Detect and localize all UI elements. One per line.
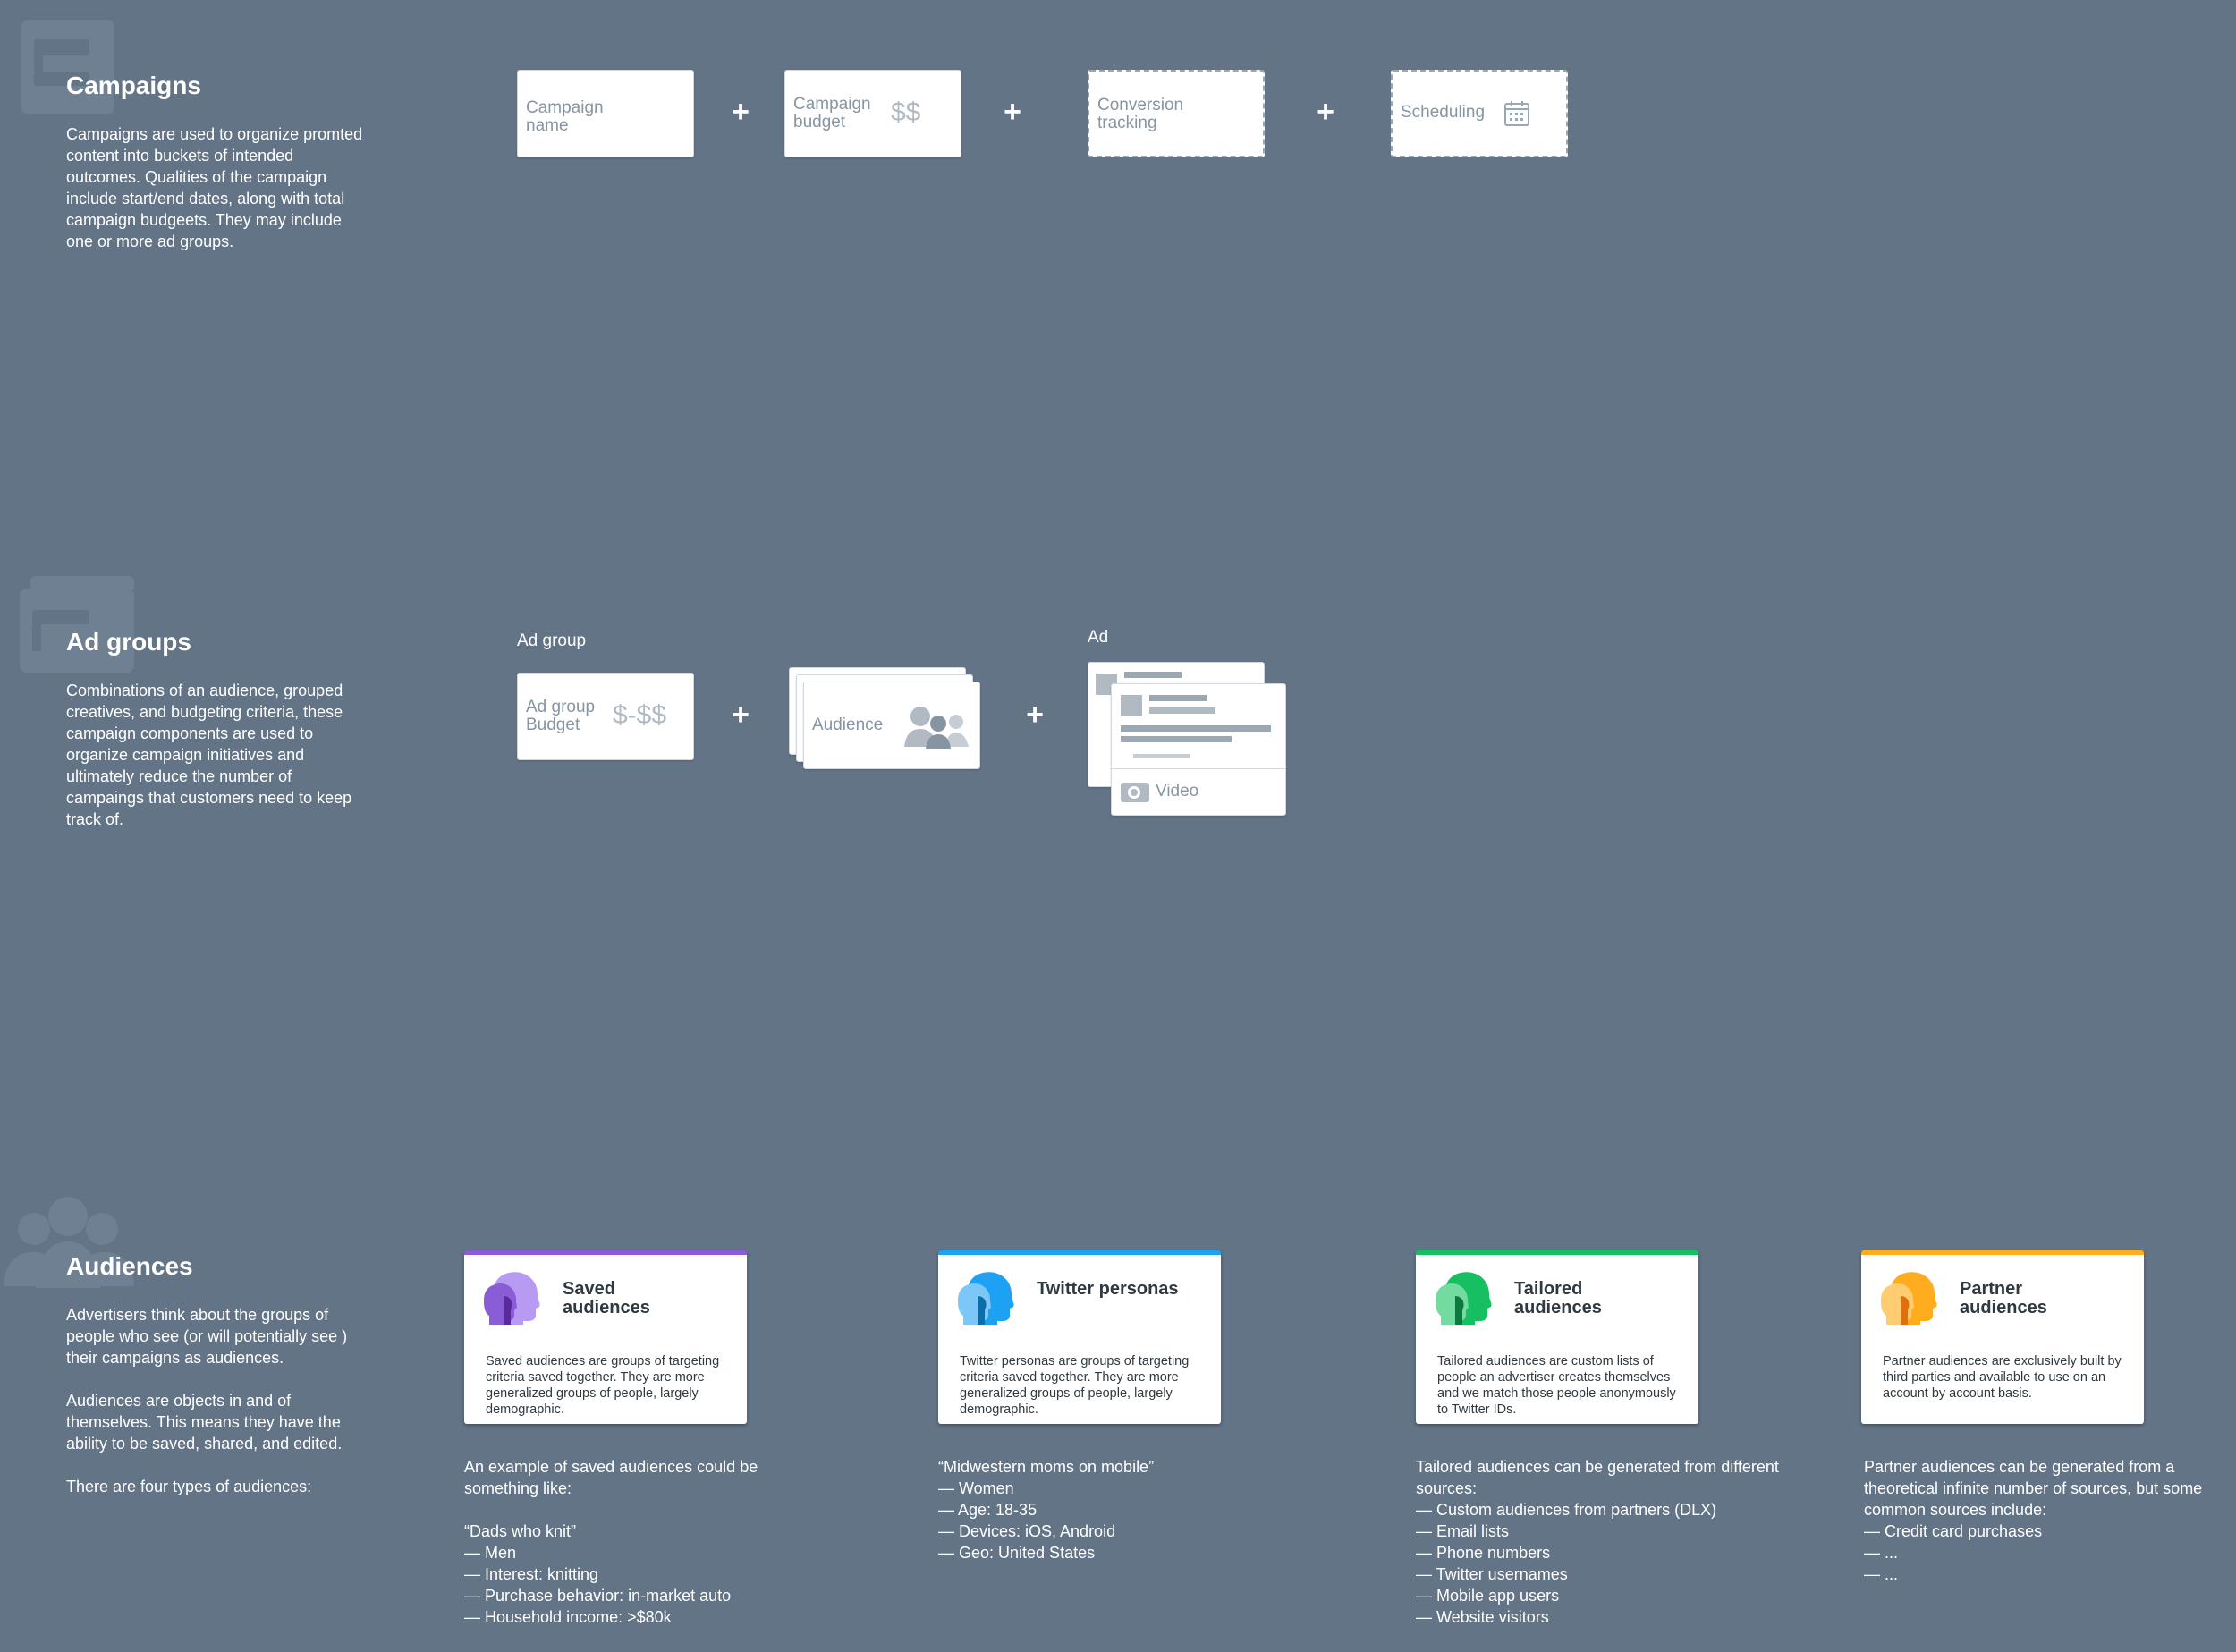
twitter-persona-head-icon xyxy=(958,1272,1014,1325)
scheduling-label: Scheduling xyxy=(1401,103,1486,122)
twitter-personas-body: Twitter personas are groups of targeting… xyxy=(960,1354,1190,1417)
audience-box[interactable]: Audience xyxy=(803,682,980,769)
video-label: Video xyxy=(1156,782,1199,801)
tailored-audiences-example: Tailored audiences can be generated from… xyxy=(1416,1456,1791,1628)
partner-audiences-example: Partner audiences can be generated from … xyxy=(1864,1456,2222,1585)
tailored-audiences-body: Tailored audiences are custom lists of p… xyxy=(1437,1354,1676,1417)
ad-group-budget-amount: $-$$ xyxy=(613,700,667,730)
campaigns-title: Campaigns xyxy=(66,72,201,99)
audience-label: Audience xyxy=(812,716,884,734)
example-line: — Household income: >$80k xyxy=(464,1608,672,1626)
audiences-description-1: Advertisers think about the groups of pe… xyxy=(66,1306,348,1367)
plus-sign: + xyxy=(1004,95,1021,129)
ad-group-heading: Ad group xyxy=(517,631,587,650)
example-line: — ... xyxy=(1864,1565,1899,1583)
example-line: — Men xyxy=(464,1544,517,1562)
ad-group-budget-box[interactable]: Ad group Budget $-$$ xyxy=(517,673,694,760)
partner-audiences-card[interactable]: Partner audiences Partner audiences are … xyxy=(1861,1250,2144,1424)
ad-back-line xyxy=(1124,672,1182,678)
audiences-title: Audiences xyxy=(66,1252,193,1280)
example-line: — Mobile app users xyxy=(1416,1587,1560,1605)
example-line: — Credit card purchases xyxy=(1864,1522,2043,1540)
campaign-budget-label: Campaign budget xyxy=(793,95,871,131)
ad-meta-line xyxy=(1133,754,1190,758)
calendar-icon xyxy=(1504,101,1529,126)
campaign-name-box[interactable]: Campaign name xyxy=(517,70,694,157)
twitter-personas-title: Twitter personas xyxy=(1037,1279,1179,1299)
ad-groups-description: Combinations of an audience, grouped cre… xyxy=(66,682,352,828)
example-line: — Age: 18-35 xyxy=(938,1501,1038,1519)
campaign-budget-amount: $$ xyxy=(891,97,921,127)
video-camera-icon xyxy=(1121,783,1149,802)
audiences-description: Advertisers think about the groups of pe… xyxy=(66,1304,370,1519)
campaign-budget-box[interactable]: Campaign budget $$ xyxy=(784,70,961,157)
ad-subtitle-line xyxy=(1149,707,1215,714)
ad-group-stack-icon xyxy=(20,576,134,673)
example-line: — ... xyxy=(1864,1544,1899,1562)
ad-thumbnail xyxy=(1121,695,1142,716)
audiences-description-3: There are four types of audiences: xyxy=(66,1478,312,1495)
example-line: “Dads who knit” xyxy=(464,1522,577,1540)
example-line: — Email lists xyxy=(1416,1522,1510,1540)
ad-title-line xyxy=(1149,695,1207,701)
tailored-audience-head-icon xyxy=(1436,1272,1492,1325)
campaigns-description: Campaigns are used to organize promted c… xyxy=(66,125,363,250)
campaign-name-label: Campaign name xyxy=(526,98,604,135)
example-line: — Phone numbers xyxy=(1416,1544,1551,1562)
example-line: — Interest: knitting xyxy=(464,1565,599,1583)
saved-audiences-body: Saved audiences are groups of targeting … xyxy=(486,1354,720,1417)
saved-audiences-title: Saved audiences xyxy=(563,1279,650,1317)
campaign-folder-icon xyxy=(21,20,114,114)
plus-sign: + xyxy=(732,95,750,129)
example-line: — Purchase behavior: in-market auto xyxy=(464,1587,732,1605)
audience-people-icon xyxy=(4,1197,134,1288)
example-line: Tailored audiences can be generated from… xyxy=(1416,1458,1779,1497)
ad-card[interactable]: Video xyxy=(1111,683,1286,816)
scheduling-box[interactable]: Scheduling xyxy=(1391,70,1568,157)
ad-heading: Ad xyxy=(1088,628,1109,647)
tailored-audiences-title: Tailored audiences xyxy=(1514,1279,1602,1317)
twitter-personas-example: “Midwestern moms on mobile” — Women — Ag… xyxy=(938,1456,1278,1563)
ad-groups-title: Ad groups xyxy=(66,628,191,656)
ad-divider xyxy=(1112,768,1285,769)
saved-audiences-example: An example of saved audiences could be s… xyxy=(464,1456,804,1628)
example-line xyxy=(464,1499,804,1521)
example-line: “Midwestern moms on mobile” xyxy=(938,1458,1155,1476)
plus-sign: + xyxy=(1026,698,1044,732)
conversion-tracking-box[interactable]: Conversion tracking xyxy=(1088,70,1265,157)
partner-audiences-title: Partner audiences xyxy=(1960,1279,2047,1317)
partner-audience-head-icon xyxy=(1881,1272,1937,1325)
example-line: — Twitter usernames xyxy=(1416,1565,1568,1583)
plus-sign: + xyxy=(732,698,750,732)
example-line: — Geo: United States xyxy=(938,1544,1096,1562)
example-line: — Custom audiences from partners (DLX) xyxy=(1416,1501,1717,1519)
saved-audience-head-icon xyxy=(484,1272,540,1325)
ad-group-budget-label: Ad group Budget xyxy=(526,698,596,734)
conversion-tracking-label: Conversion tracking xyxy=(1097,96,1184,132)
people-icon xyxy=(904,707,969,749)
tailored-audiences-card[interactable]: Tailored audiences Tailored audiences ar… xyxy=(1416,1250,1698,1424)
ad-text-line xyxy=(1121,725,1271,732)
ad-text-line xyxy=(1121,736,1232,742)
example-line: — Women xyxy=(938,1479,1014,1497)
twitter-personas-card[interactable]: Twitter personas Twitter personas are gr… xyxy=(938,1250,1221,1424)
example-line: Partner audiences can be generated from … xyxy=(1864,1458,2203,1519)
audiences-description-2: Audiences are objects in and of themselv… xyxy=(66,1392,343,1453)
example-line: An example of saved audiences could be s… xyxy=(464,1458,758,1497)
example-line: — Website visitors xyxy=(1416,1608,1549,1626)
partner-audiences-body: Partner audiences are exclusively built … xyxy=(1883,1354,2122,1401)
saved-audiences-card[interactable]: Saved audiences Saved audiences are grou… xyxy=(464,1250,747,1424)
example-line: — Devices: iOS, Android xyxy=(938,1522,1116,1540)
plus-sign: + xyxy=(1317,95,1334,129)
